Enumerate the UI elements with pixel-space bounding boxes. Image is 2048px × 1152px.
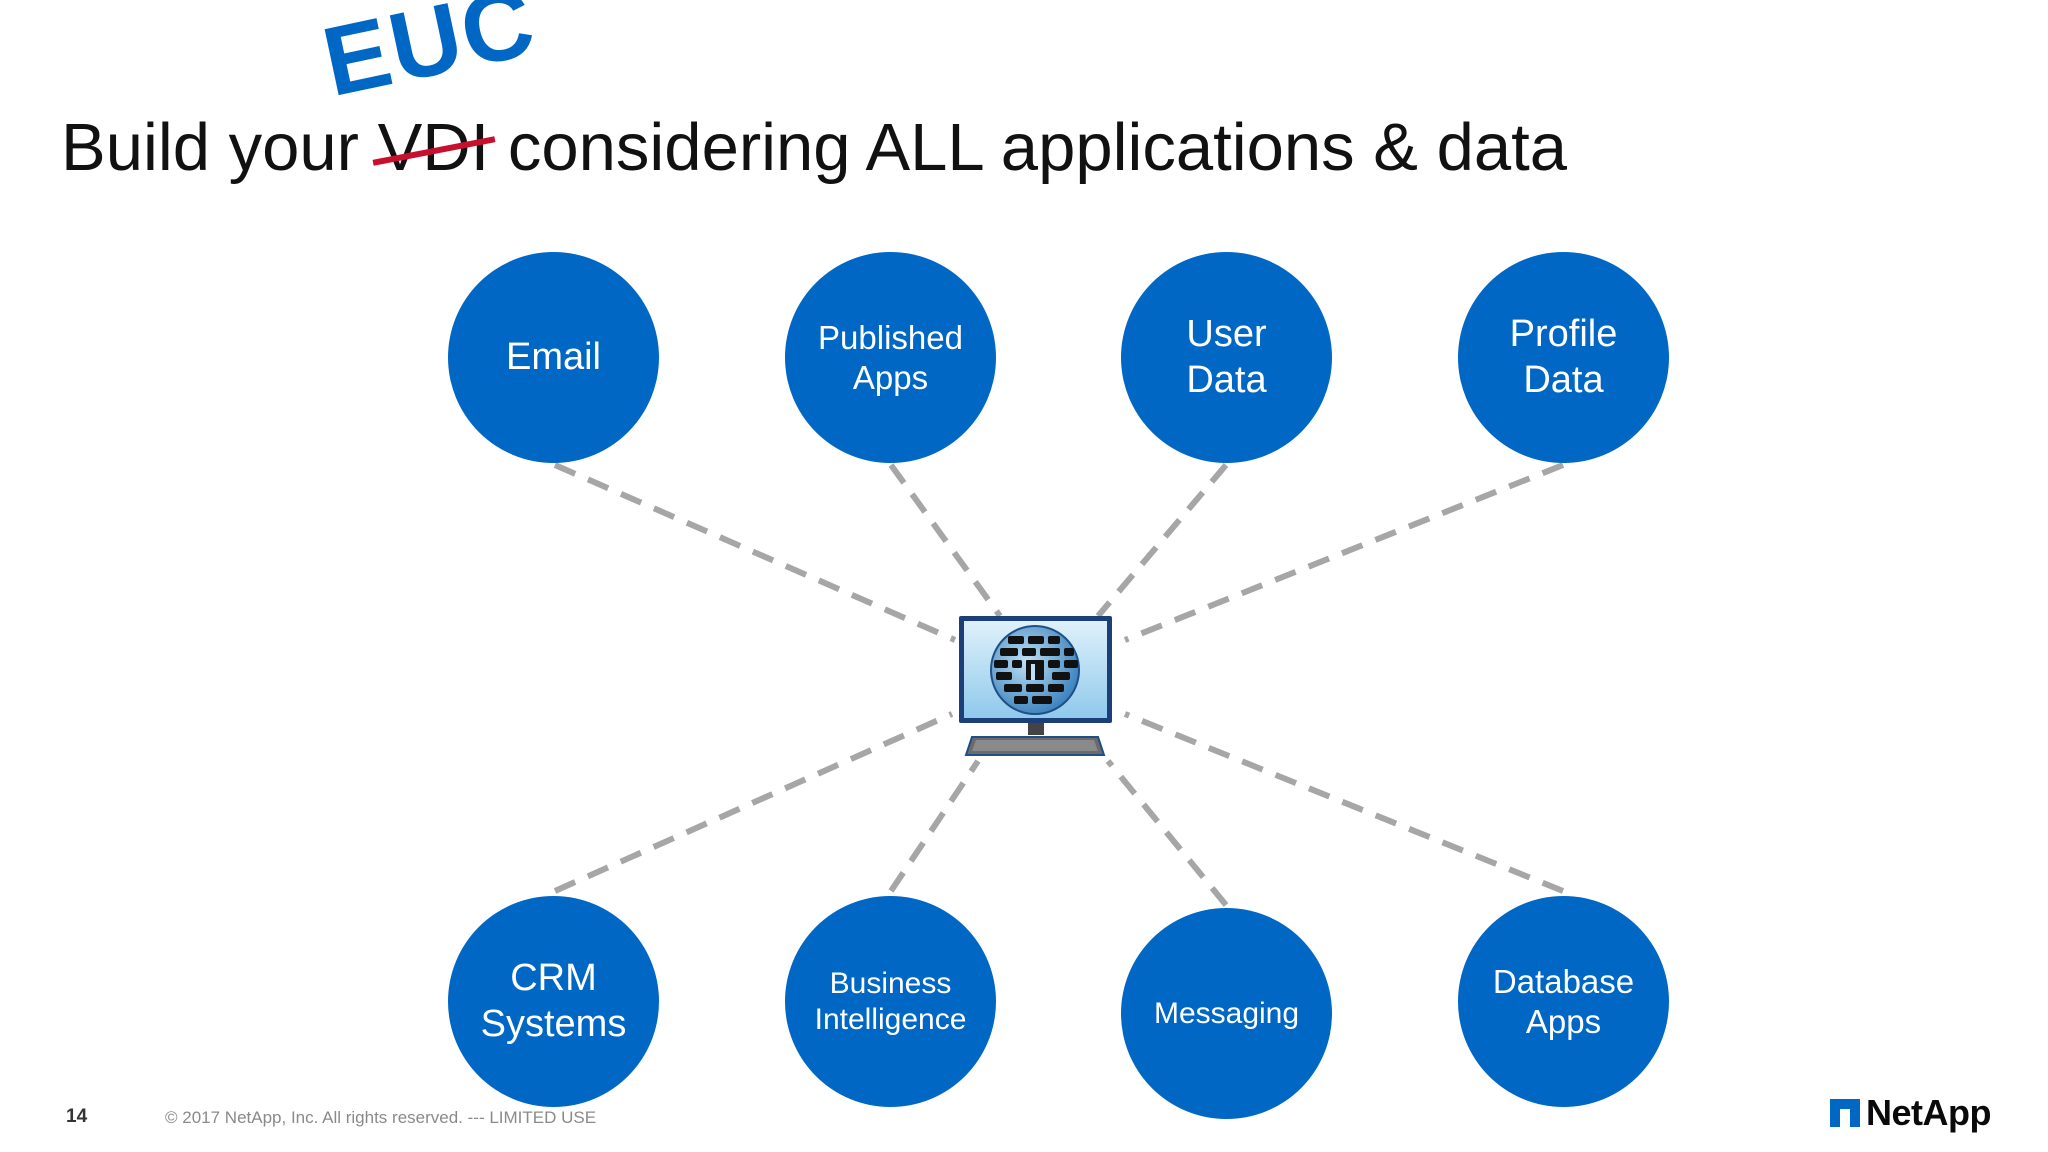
connector-profile-data <box>1123 462 1565 643</box>
copyright-notice: © 2017 NetApp, Inc. All rights reserved.… <box>165 1108 597 1127</box>
desktop-monitor-icon <box>956 611 1116 766</box>
connector-bi <box>888 759 981 893</box>
node-user-data: User Data <box>1121 252 1332 463</box>
title-prefix: Build your <box>61 110 359 185</box>
netapp-logo-icon <box>1830 1099 1860 1127</box>
node-messaging: Messaging <box>1121 908 1332 1119</box>
node-crm-systems: CRM Systems <box>448 896 659 1107</box>
title-struck-word: VDI <box>372 108 495 188</box>
connector-crm <box>553 711 954 894</box>
logo-text: NetApp <box>1866 1092 1992 1133</box>
node-business-intelligence: Business Intelligence <box>785 896 996 1107</box>
node-email: Email <box>448 252 659 463</box>
page-number: 14 <box>66 1106 88 1127</box>
slide-title: Build your VDI considering ALL applicati… <box>61 108 1567 188</box>
title-suffix: considering ALL applications & data <box>507 110 1567 185</box>
connector-email <box>553 462 957 643</box>
node-database-apps: Database Apps <box>1458 896 1669 1107</box>
node-profile-data: Profile Data <box>1458 252 1669 463</box>
connector-user-data <box>1095 463 1229 618</box>
connector-published-apps <box>888 463 1003 618</box>
connector-database <box>1123 711 1565 894</box>
node-published-apps: Published Apps <box>785 252 996 463</box>
connector-messaging <box>1105 759 1229 907</box>
netapp-logo: NetApp <box>1830 1092 1992 1134</box>
